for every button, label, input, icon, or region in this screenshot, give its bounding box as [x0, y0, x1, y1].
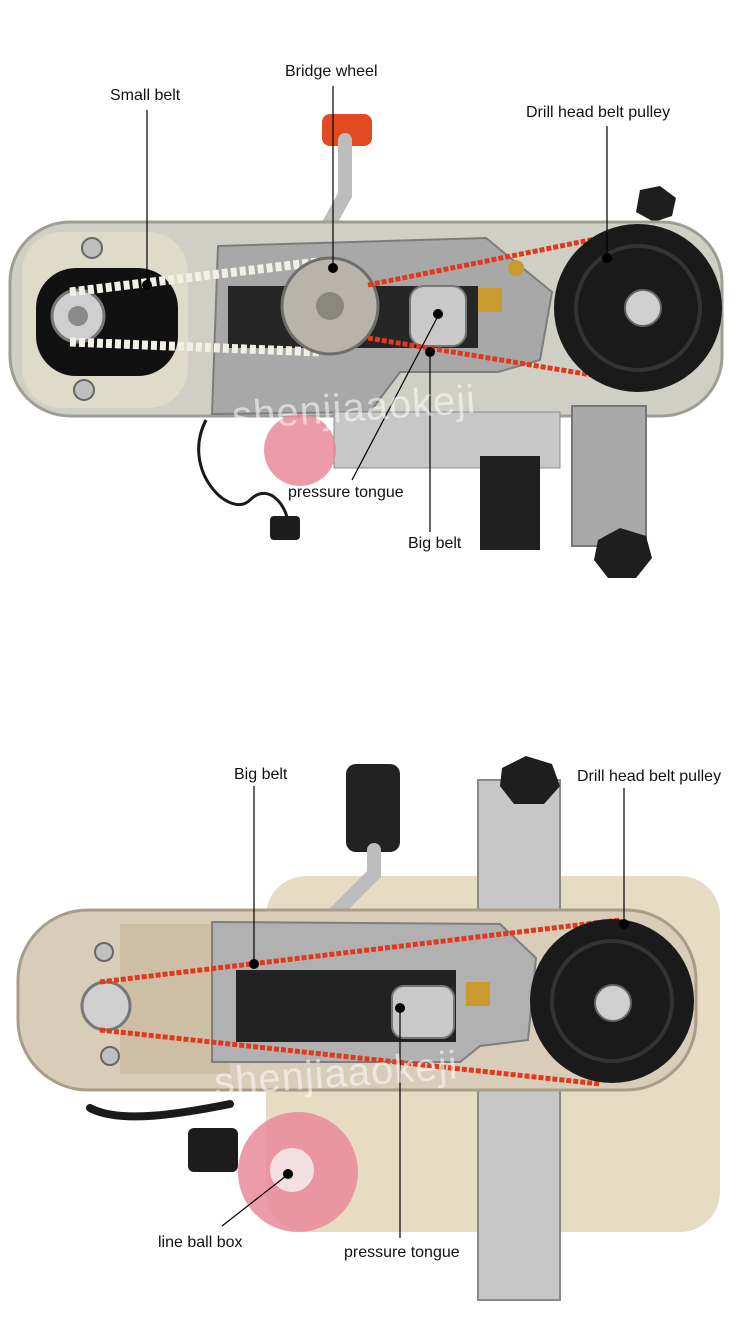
- crank-handle: [322, 114, 372, 146]
- top-pink-box: [264, 414, 336, 486]
- dot-drill-pulley-top: [602, 253, 612, 263]
- dot-pressure-tongue-bottom: [395, 1003, 405, 1013]
- label-line-ball-box: line ball box: [158, 1234, 243, 1251]
- bottom-bolt-b: [100, 1046, 120, 1066]
- top-drill-pulley-hub: [624, 289, 662, 327]
- label-drill-head-pulley-top: Drill head belt pulley: [526, 104, 671, 121]
- label-pressure-tongue-bottom: pressure tongue: [344, 1244, 460, 1261]
- bottom-drill-pulley-ring: [550, 939, 674, 1063]
- top-drill-pulley-ring: [574, 244, 702, 372]
- bottom-machine-illustration: [16, 756, 720, 1301]
- label-big-belt-top: Big belt: [408, 535, 462, 552]
- dot-bridge-wheel: [328, 263, 338, 273]
- bottom-plug: [188, 1128, 238, 1172]
- top-plug: [270, 516, 300, 540]
- bottom-power-cord: [86, 1100, 234, 1121]
- label-bridge-wheel: Bridge wheel: [285, 63, 378, 80]
- dot-pressure-tongue-top: [433, 309, 443, 319]
- dot-line-ball-box: [283, 1169, 293, 1179]
- dot-small-belt: [142, 280, 152, 290]
- top-knob: [636, 186, 676, 222]
- label-pressure-tongue-top: pressure tongue: [288, 484, 404, 501]
- top-bridge-wheel-hub: [316, 292, 344, 320]
- bottom-small-pulley: [80, 980, 132, 1032]
- top-red-belt: [367, 233, 611, 381]
- bottom-line-ball: [270, 1148, 314, 1192]
- leader-pressure-tongue-top: [351, 315, 439, 481]
- bottom-drill-pulley-hub: [594, 984, 632, 1022]
- bottom-crank-grip: [346, 764, 400, 852]
- label-drill-head-pulley-bottom: Drill head belt pulley: [577, 768, 722, 785]
- label-small-belt: Small belt: [110, 87, 181, 104]
- leader-line-ball-box: [221, 1175, 287, 1227]
- top-knob-bottom: [594, 528, 652, 578]
- bottom-knob-top: [500, 756, 560, 804]
- top-white-belt: [69, 257, 321, 357]
- top-bolt-a: [81, 237, 103, 259]
- top-power-cord: [197, 419, 290, 529]
- top-small-pulley-bolt: [68, 306, 88, 326]
- top-machine-illustration: [8, 86, 724, 578]
- bottom-pressure-tongue: [391, 985, 455, 1039]
- bottom-bolt-a: [94, 942, 114, 962]
- top-brass-screw: [508, 260, 524, 276]
- top-switch-box: [480, 456, 540, 550]
- dot-big-belt-bottom: [249, 959, 259, 969]
- top-brass-fitting: [478, 288, 502, 312]
- label-big-belt-bottom: Big belt: [234, 766, 288, 783]
- bottom-brass-fitting: [466, 982, 490, 1006]
- bottom-red-belt: [99, 917, 621, 1087]
- dot-big-belt-top: [425, 347, 435, 357]
- top-bolt-b: [73, 379, 95, 401]
- top-slide-rail: [571, 405, 647, 547]
- dot-drill-pulley-bottom: [619, 919, 629, 929]
